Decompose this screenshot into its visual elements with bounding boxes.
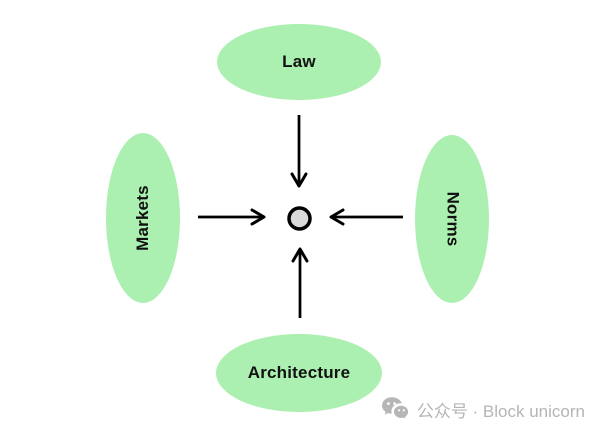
node-norms-label: Norms xyxy=(442,191,462,247)
center-dot xyxy=(287,206,312,231)
wechat-icon xyxy=(381,397,410,421)
watermark-text: 公众号 · Block unicorn xyxy=(416,401,585,421)
node-architecture: Architecture xyxy=(216,334,382,412)
node-law-label: Law xyxy=(282,52,316,71)
node-markets-label: Markets xyxy=(132,185,152,251)
node-architecture-label: Architecture xyxy=(247,363,351,382)
node-law: Law xyxy=(217,24,381,100)
node-markets: Markets xyxy=(106,133,180,303)
node-norms: Norms xyxy=(415,135,489,303)
watermark: 公众号 · Block unicorn xyxy=(381,396,585,422)
